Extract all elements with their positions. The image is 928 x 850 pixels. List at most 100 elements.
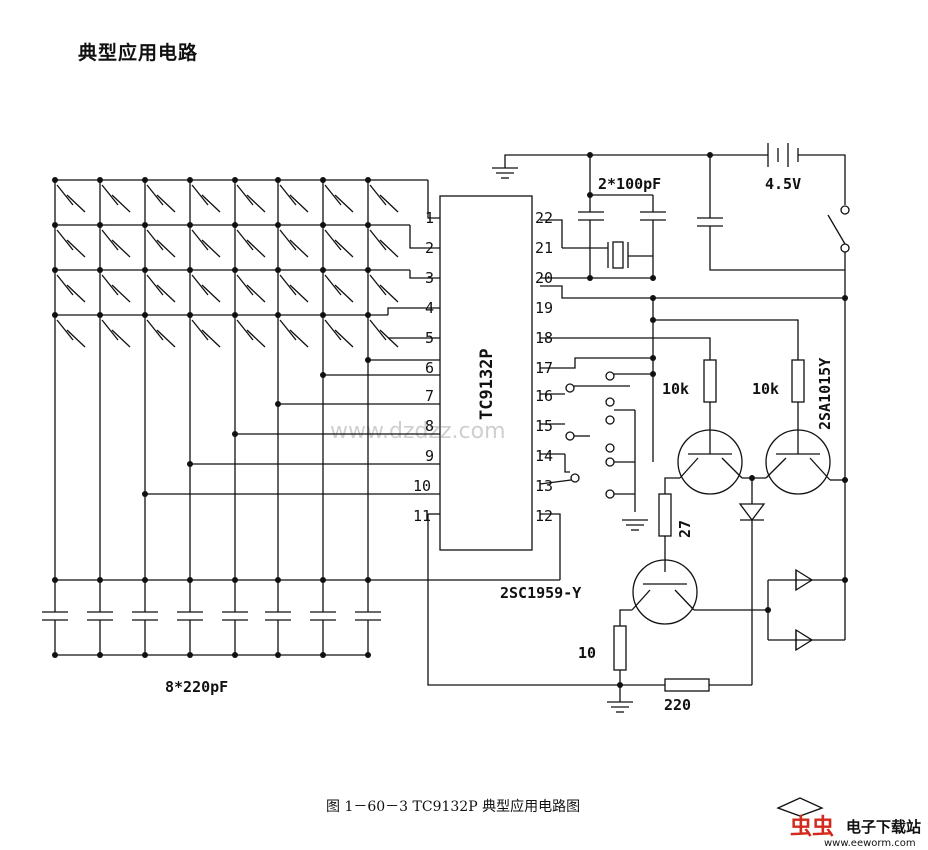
key-switch (191, 274, 209, 296)
key-switch (236, 274, 254, 296)
junction-dot (365, 312, 371, 318)
chip-pin-left: 10 (413, 477, 431, 495)
junction-dot (232, 431, 238, 437)
key-switch (191, 184, 209, 206)
chip-pin-left: 3 (425, 269, 434, 287)
junction-dot (650, 371, 656, 377)
junction-dot (650, 275, 656, 281)
chip-pin-left: 1 (425, 209, 434, 227)
chip-pin-right: 12 (535, 507, 553, 525)
key-switch-link (66, 284, 86, 303)
junction-dot (52, 312, 58, 318)
chip-pin-right: 14 (535, 447, 553, 465)
key-switch (101, 319, 119, 341)
chip-pin-right: 21 (535, 239, 553, 257)
key-switch-link (156, 329, 176, 348)
junction-dot (275, 222, 281, 228)
junction-dot (320, 267, 326, 273)
junction-dot (320, 312, 326, 318)
key-switch-link (201, 239, 221, 258)
junction-dot (587, 192, 593, 198)
chip-pin-right: 22 (535, 209, 553, 227)
junction-dot (232, 312, 238, 318)
figure-caption: 图 1－60－3 TC9132P 典型应用电路图 (326, 799, 581, 815)
junction-dot (52, 267, 58, 273)
label-npn: 2SC1959-Y (500, 584, 581, 602)
junction-dot (365, 267, 371, 273)
key-switch-link (289, 194, 309, 213)
junction-dot (617, 682, 623, 688)
key-switch (369, 184, 387, 206)
junction-dot (97, 222, 103, 228)
key-switch (146, 229, 164, 251)
chip-pin-right: 19 (535, 299, 553, 317)
key-switch-link (379, 239, 399, 258)
junction-dot (365, 652, 371, 658)
junction-dot (97, 652, 103, 658)
junction-dot (97, 312, 103, 318)
key-switch (101, 184, 119, 206)
junction-dot (142, 222, 148, 228)
junction-dot (275, 312, 281, 318)
chip-pin-left: 11 (413, 507, 431, 525)
logo-brand: 虫虫 (790, 814, 834, 840)
junction-dot (587, 152, 593, 158)
key-switch (146, 274, 164, 296)
key-switch (56, 229, 74, 251)
junction-dot (187, 177, 193, 183)
junction-dot (187, 267, 193, 273)
chip-pin-left: 7 (425, 387, 434, 405)
selector-switches (539, 371, 653, 531)
power-section (492, 143, 850, 580)
junction-dot (275, 652, 281, 658)
key-switch-link (246, 194, 266, 213)
chip-pin-right: 15 (535, 417, 553, 435)
key-switch (369, 229, 387, 251)
watermark-text: www.dzdzz.com (330, 419, 506, 444)
key-switch (279, 274, 297, 296)
key-switch-link (334, 239, 354, 258)
key-switch-link (334, 329, 354, 348)
chip-name: TC9132P (477, 348, 497, 420)
key-switch (236, 229, 254, 251)
junction-dots (52, 152, 848, 688)
key-switch (324, 319, 342, 341)
key-switch-link (246, 329, 266, 348)
logo-url: www.eeworm.com (824, 838, 916, 849)
key-switch (101, 274, 119, 296)
chip-pin-right: 13 (535, 477, 553, 495)
junction-dot (52, 652, 58, 658)
key-switch (191, 229, 209, 251)
chip-pin-left: 9 (425, 447, 434, 465)
junction-dot (842, 295, 848, 301)
junction-dot (275, 177, 281, 183)
junction-dot (142, 312, 148, 318)
junction-dot (232, 177, 238, 183)
key-switch (146, 184, 164, 206)
chip-body (439, 195, 533, 551)
key-switch-link (201, 329, 221, 348)
chip-pin-left: 4 (425, 299, 434, 317)
label-r27: 27 (676, 520, 694, 538)
key-switch (56, 319, 74, 341)
key-switch (369, 274, 387, 296)
key-switch-link (111, 239, 131, 258)
junction-dot (320, 222, 326, 228)
key-switch-link (66, 194, 86, 213)
junction-dot (365, 177, 371, 183)
junction-dot (275, 401, 281, 407)
key-switch (324, 274, 342, 296)
label-caps-bottom: 8*220pF (165, 678, 228, 696)
key-switch (146, 319, 164, 341)
key-switch (369, 319, 387, 341)
junction-dot (320, 577, 326, 583)
junction-dot (97, 177, 103, 183)
key-switch-link (379, 194, 399, 213)
junction-dot (765, 607, 771, 613)
junction-dot (142, 577, 148, 583)
key-switch-link (334, 284, 354, 303)
junction-dot (587, 275, 593, 281)
label-battery: 4.5V (765, 175, 801, 193)
key-switch-link (156, 284, 176, 303)
